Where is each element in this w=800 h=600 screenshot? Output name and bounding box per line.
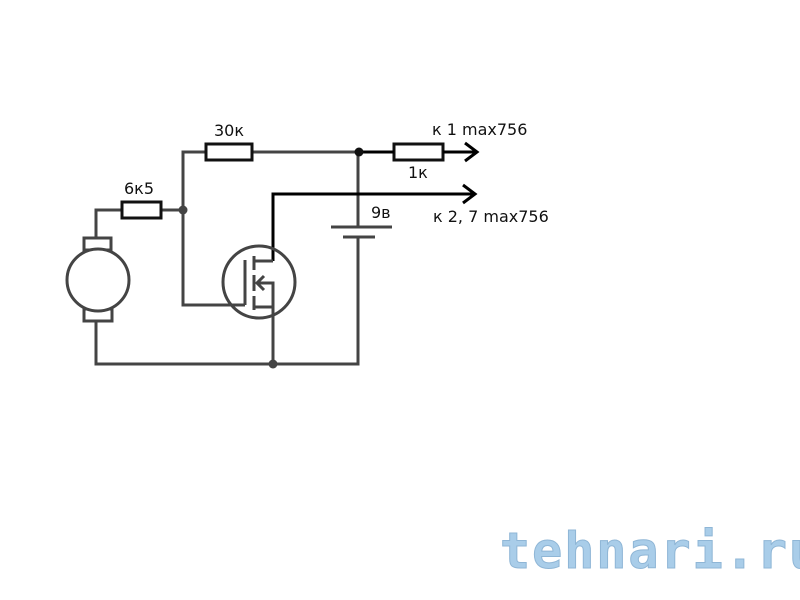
label-30k: 30к <box>214 121 244 140</box>
motor-symbol <box>65 236 131 323</box>
wire-ground <box>94 237 360 366</box>
resistor-30k <box>204 142 254 162</box>
arrow-out2-icon <box>462 183 478 205</box>
label-1k: 1к <box>408 163 428 182</box>
junction-node <box>354 147 364 157</box>
junction-node <box>178 205 188 215</box>
watermark-logo: tehnari.ru <box>500 522 800 580</box>
arrow-out1-icon <box>464 141 480 163</box>
label-out1: к 1 max756 <box>432 120 527 139</box>
junction-node <box>268 359 278 369</box>
mosfet-symbol <box>221 244 297 320</box>
wire-body <box>258 281 275 307</box>
battery-symbol <box>331 225 392 239</box>
wire-drain-out2 <box>271 192 475 261</box>
label-6k5: 6к5 <box>124 179 154 198</box>
label-out2: к 2, 7 max756 <box>433 207 549 226</box>
resistor-6k5 <box>120 200 163 220</box>
wire-top-left <box>181 150 206 210</box>
label-battery: 9в <box>371 203 391 222</box>
resistor-1k <box>392 142 445 162</box>
wire-motor-top <box>94 208 122 238</box>
wires <box>94 150 360 366</box>
wire-gate <box>181 210 245 307</box>
